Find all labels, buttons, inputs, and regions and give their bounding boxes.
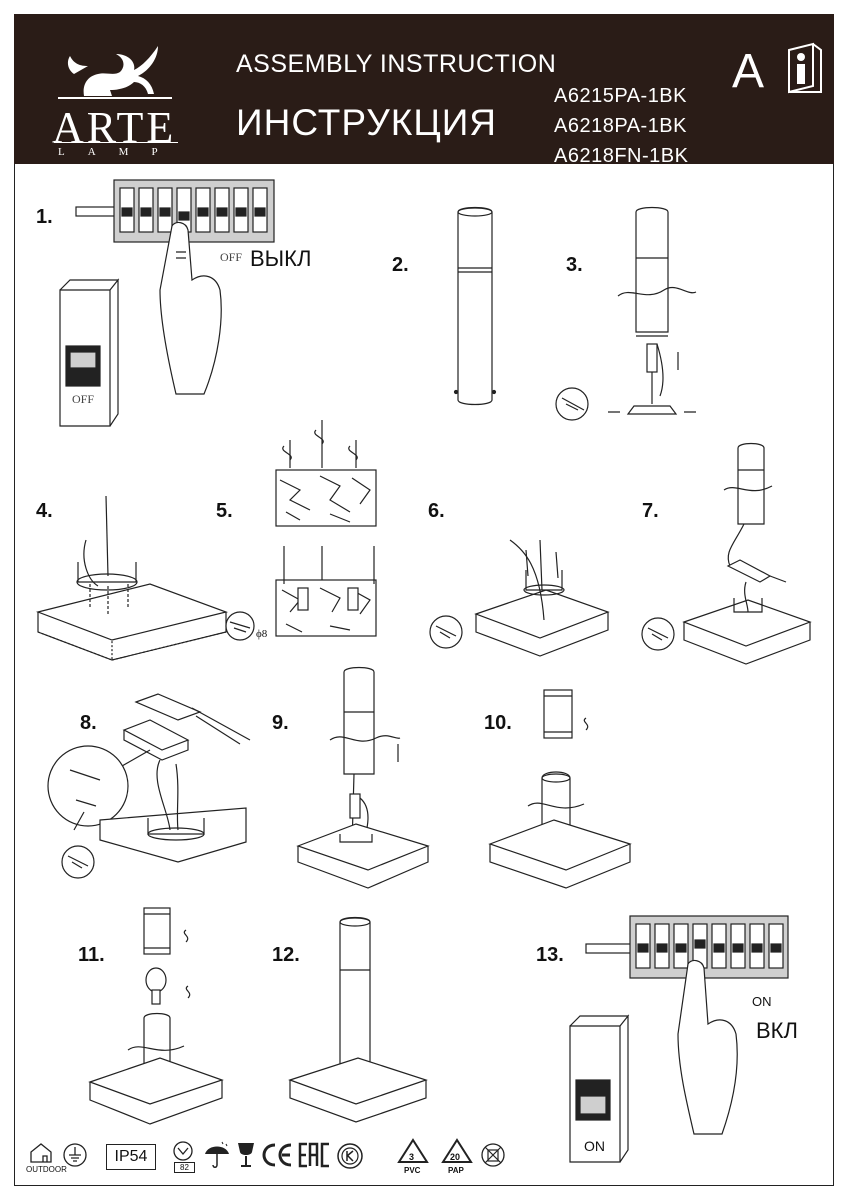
- step-number: 10.: [484, 712, 512, 734]
- breaker-on-label: ON: [584, 1138, 605, 1154]
- power-on-caption: ВКЛ: [756, 1018, 798, 1043]
- step7-wire-connect: [641, 442, 812, 665]
- recycle-pvc-icon: [397, 1138, 429, 1163]
- outdoor-label: OUTDOOR: [26, 1165, 67, 1174]
- step13-breaker: [569, 1014, 630, 1163]
- outdoor-house-icon: [30, 1143, 52, 1163]
- step-number: 3.: [566, 254, 583, 276]
- class-label: 82: [174, 1162, 195, 1173]
- step-number: 7.: [642, 500, 659, 522]
- power-off-caption: ВЫКЛ: [250, 246, 312, 271]
- brand-subtitle: LAMP: [58, 146, 181, 158]
- model-list: A6215PA-1BK A6218PA-1BK A6218FN-1BK: [554, 81, 688, 171]
- switch-off-label: OFF: [220, 250, 243, 264]
- brand-name: ARTE: [52, 103, 177, 152]
- model-code: A6215PA-1BK: [554, 85, 687, 107]
- language-code: A: [732, 45, 765, 98]
- title-russian: ИНСТРУКЦИЯ: [236, 102, 498, 143]
- step4-base-mount: [35, 495, 229, 661]
- title-english: ASSEMBLY INSTRUCTION: [236, 50, 557, 78]
- model-code: A6218PA-1BK: [554, 115, 687, 137]
- step9-install-post: [296, 666, 430, 889]
- step12-complete: [288, 916, 428, 1123]
- recycle-pap-number: 20: [450, 1152, 461, 1162]
- step-number: 6.: [428, 500, 445, 522]
- eac-mark-icon: [298, 1142, 329, 1168]
- step-number: 2.: [392, 254, 409, 276]
- recycle-pvc-label: PVC: [404, 1166, 421, 1175]
- step-number: 1.: [36, 206, 53, 228]
- model-code: A6218FN-1BK: [554, 145, 689, 167]
- brand-divider: [54, 142, 178, 143]
- umbrella-icon: [205, 1141, 229, 1168]
- step10-cap: [488, 689, 632, 889]
- switch-on-label: ON: [752, 994, 772, 1009]
- griffin-logo-icon: [58, 46, 172, 99]
- recycle-pap-icon: [441, 1138, 473, 1163]
- step13-switch-panel: [585, 915, 789, 1135]
- step8-terminal: [47, 693, 251, 879]
- step11-bulb: [88, 907, 224, 1125]
- ip-rating-badge: IP54: [106, 1144, 156, 1170]
- step-number: 5.: [216, 500, 233, 522]
- ground-symbol-icon: [63, 1143, 87, 1167]
- step1-switch-panel: [75, 179, 275, 395]
- step-number: 13.: [536, 944, 564, 966]
- header-banner: ARTE LAMP ASSEMBLY INSTRUCTION ИНСТРУКЦИ…: [14, 14, 834, 167]
- step6-base-fix: [429, 539, 610, 657]
- ce-mark-icon: [262, 1143, 292, 1167]
- step1-breaker: [59, 278, 120, 427]
- no-household-waste-icon: [481, 1143, 505, 1167]
- step5-drilling: [225, 420, 377, 641]
- step-number: 9.: [272, 712, 289, 734]
- step3-disassembly: [555, 206, 697, 421]
- step-number: 11.: [78, 944, 105, 966]
- certification-k-icon: [337, 1143, 363, 1169]
- step-number: 4.: [36, 500, 53, 522]
- step-number: 12.: [272, 944, 300, 966]
- instruction-book-icon: [788, 42, 822, 94]
- step2-lamp-post: [453, 206, 497, 406]
- class-symbol-icon: [173, 1141, 193, 1161]
- recycle-pvc-number: 3: [409, 1152, 415, 1162]
- drill-diameter-label: ϕ8: [256, 628, 268, 640]
- breaker-off-label: OFF: [72, 392, 95, 406]
- recycle-pap-label: PAP: [448, 1166, 464, 1175]
- glass-fragile-icon: [238, 1143, 254, 1167]
- step-number: 8.: [80, 712, 97, 734]
